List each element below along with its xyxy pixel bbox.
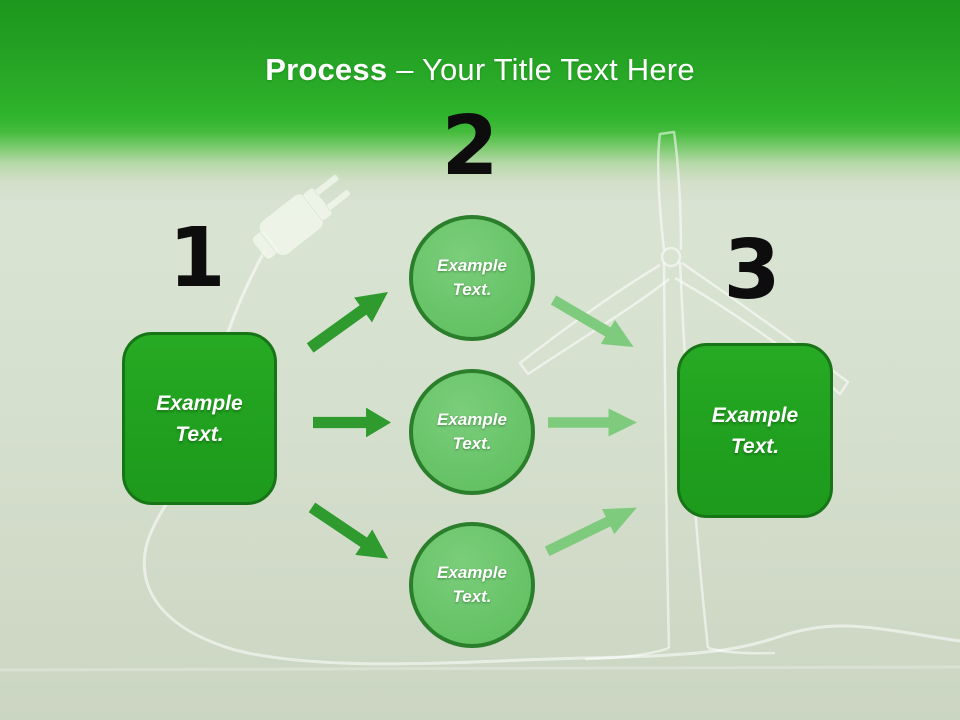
process-end-box: Example Text. — [677, 343, 833, 518]
process-circle-3: Example Text. — [409, 522, 535, 648]
header-band — [0, 0, 960, 200]
title-keyword: Process — [265, 52, 388, 87]
process-circle-2: Example Text. — [409, 369, 535, 495]
step-number-1: 1 — [168, 211, 226, 306]
process-start-box: Example Text. — [122, 332, 277, 505]
arrow-start-to-circle1 — [300, 278, 398, 362]
start-box-label: Example Text. — [156, 391, 243, 446]
arrow-start-to-circle2 — [313, 407, 391, 438]
title-subtitle: – Your Title Text Here — [396, 52, 695, 87]
process-circle-1: Example Text. — [409, 215, 535, 341]
arrow-circle3-to-end — [540, 494, 643, 566]
circle-1-label: Example Text. — [437, 256, 507, 299]
arrow-circle1-to-end — [546, 287, 642, 361]
circle-2-label: Example Text. — [437, 410, 507, 453]
step-number-3: 3 — [723, 223, 781, 318]
end-box-label: Example Text. — [711, 403, 799, 458]
arrow-start-to-circle3 — [302, 493, 397, 573]
step-number-2: 2 — [441, 99, 499, 194]
circle-3-label: Example Text. — [437, 563, 507, 606]
slide-title: Process – Your Title Text Here — [0, 52, 960, 88]
arrow-circle2-to-end — [548, 408, 637, 437]
